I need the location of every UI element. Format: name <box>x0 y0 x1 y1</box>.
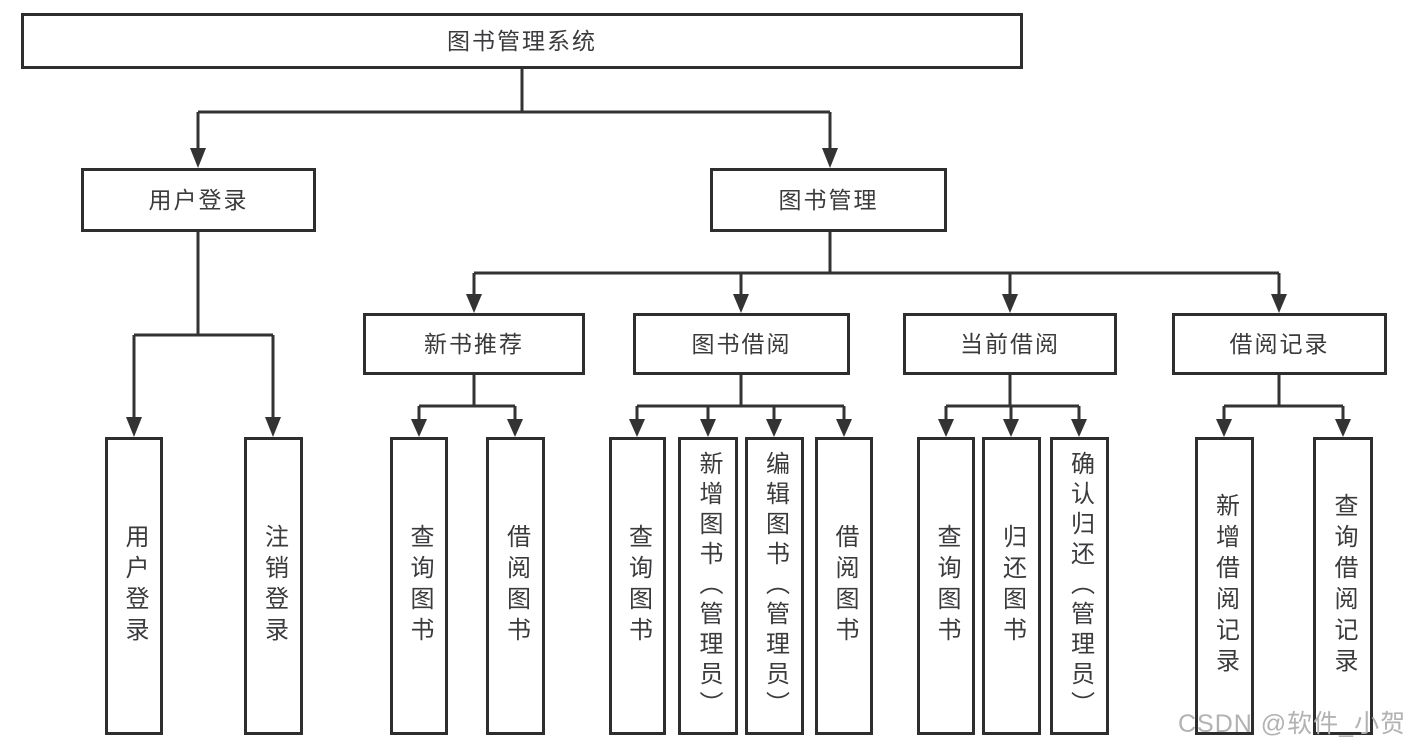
node-root: 图书管理系统 <box>21 13 1023 69</box>
connector-book-mgmt-branch <box>466 232 1287 313</box>
node-book-mgmt: 图书管理 <box>710 168 947 232</box>
node-user-login-label: 用户登录 <box>148 186 249 213</box>
leaf-query-borrow-record: 查询借阅记录 <box>1313 437 1373 735</box>
connector-book-borrow-branch <box>629 375 852 437</box>
node-borrow-record-label: 借阅记录 <box>1229 330 1330 357</box>
leaf-query-book-a-label: 查询图书 <box>406 524 433 648</box>
connector-root-to-level2 <box>190 69 838 168</box>
leaf-edit-book: 编辑图书（管理员） <box>745 437 804 735</box>
connector-current-borrow-branch <box>938 375 1087 437</box>
node-root-label: 图书管理系统 <box>447 27 597 54</box>
leaf-logout: 注销登录 <box>244 437 303 735</box>
leaf-logout-label: 注销登录 <box>260 524 288 648</box>
leaf-return-book-label: 归还图书 <box>998 524 1026 648</box>
connector-new-book-rec-branch <box>411 375 523 437</box>
leaf-confirm-return: 确认归还（管理员） <box>1050 437 1109 735</box>
leaf-query-book-b-label: 查询图书 <box>624 524 652 648</box>
node-new-book-rec-label: 新书推荐 <box>424 330 524 357</box>
leaf-confirm-return-label: 确认归还（管理员） <box>1066 451 1094 721</box>
leaf-query-book-c: 查询图书 <box>917 437 975 735</box>
leaf-borrow-book-b-label: 借阅图书 <box>831 524 858 648</box>
csdn-watermark: CSDN @软件_小贺同学 <box>1178 710 1405 738</box>
leaf-borrow-book-b: 借阅图书 <box>815 437 873 735</box>
leaf-add-borrow-record-label: 新增借阅记录 <box>1211 493 1239 679</box>
leaf-user-login-label: 用户登录 <box>121 524 148 648</box>
leaf-add-book: 新增图书（管理员） <box>678 437 738 735</box>
leaf-edit-book-label: 编辑图书（管理员） <box>761 451 789 721</box>
leaf-query-book-c-label: 查询图书 <box>933 524 960 648</box>
node-book-mgmt-label: 图书管理 <box>778 186 879 213</box>
leaf-query-book-b: 查询图书 <box>609 437 666 735</box>
leaf-borrow-book-a-label: 借阅图书 <box>502 524 530 648</box>
node-new-book-rec: 新书推荐 <box>363 313 585 375</box>
leaf-return-book: 归还图书 <box>982 437 1041 735</box>
connector-user-login-branch <box>126 232 281 437</box>
leaf-add-borrow-record: 新增借阅记录 <box>1195 437 1254 735</box>
leaf-borrow-book-a: 借阅图书 <box>486 437 545 735</box>
node-user-login: 用户登录 <box>81 168 316 232</box>
node-book-borrow: 图书借阅 <box>633 313 850 375</box>
leaf-query-borrow-record-label: 查询借阅记录 <box>1330 493 1357 679</box>
connector-borrow-record-branch <box>1216 375 1351 437</box>
leaf-query-book-a: 查询图书 <box>390 437 448 735</box>
leaf-add-book-label: 新增图书（管理员） <box>695 451 722 721</box>
leaf-user-login: 用户登录 <box>105 437 163 735</box>
node-current-borrow: 当前借阅 <box>903 313 1117 375</box>
node-borrow-record: 借阅记录 <box>1172 313 1387 375</box>
node-current-borrow-label: 当前借阅 <box>960 330 1060 357</box>
node-book-borrow-label: 图书借阅 <box>691 330 792 357</box>
